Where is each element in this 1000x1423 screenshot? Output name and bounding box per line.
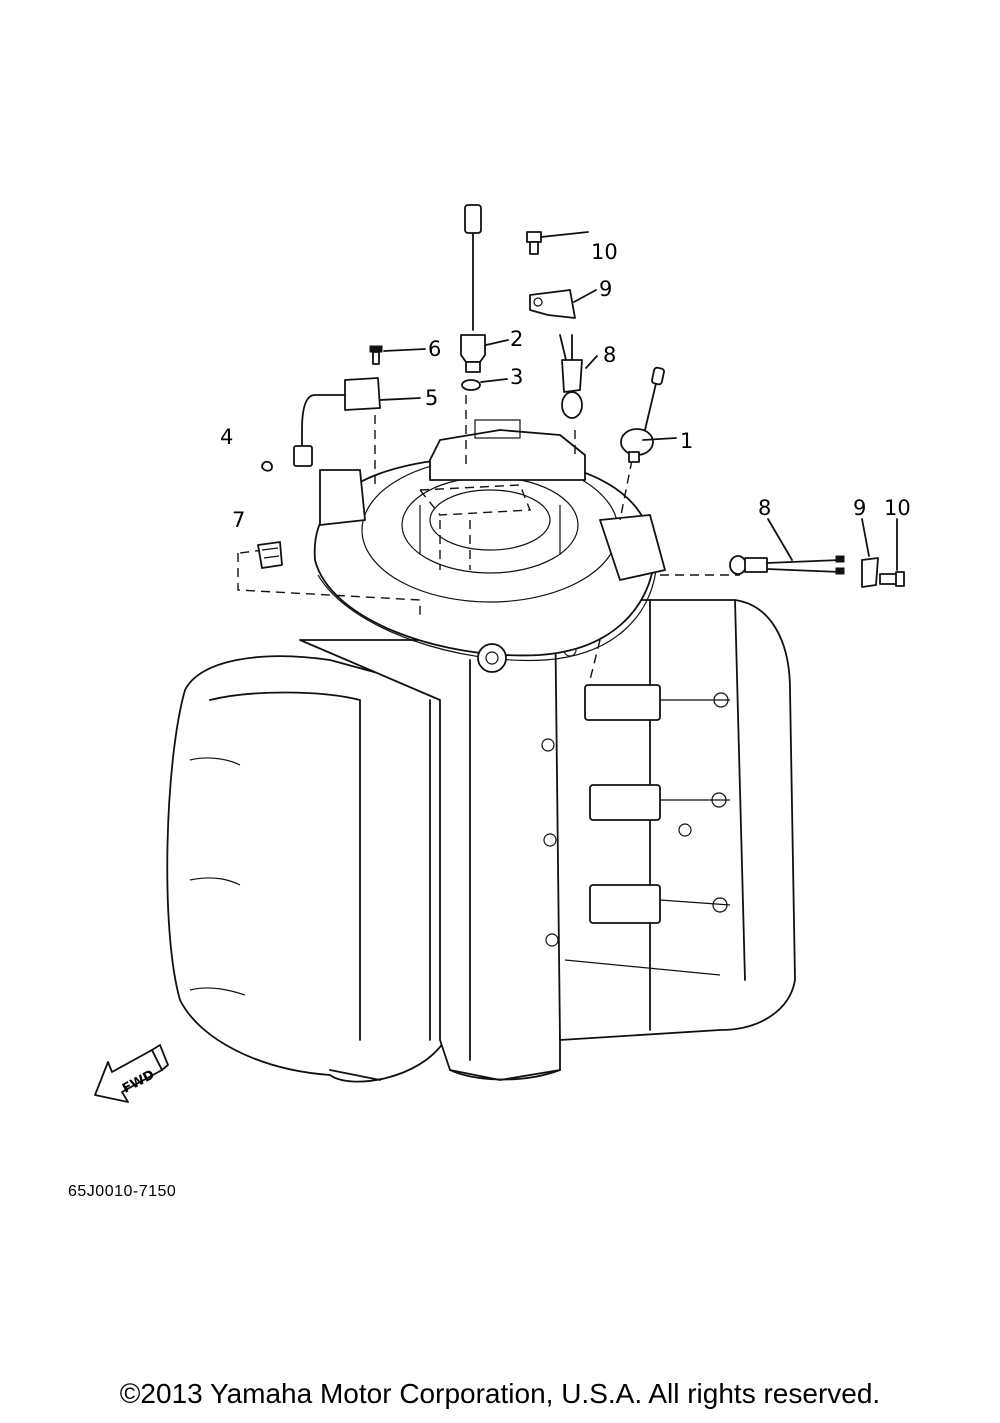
callout-10-upper: 10 <box>591 240 618 264</box>
part-10-bolt-upper <box>526 231 542 255</box>
callout-7: 7 <box>232 508 245 532</box>
part-2-thermo-switch <box>460 204 486 373</box>
callout-numbers: 1 2 3 4 5 6 7 8 8 9 9 10 10 <box>220 240 911 532</box>
flywheel-cover <box>313 419 666 673</box>
part-5-sensor <box>293 377 381 467</box>
part-1-sensor <box>620 366 665 463</box>
part-8-sensor-side <box>729 555 845 575</box>
copyright-notice: ©2013 Yamaha Motor Corporation, U.S.A. A… <box>119 1378 881 1409</box>
fwd-arrow-icon: FWD <box>94 1044 169 1103</box>
part-6-screw <box>369 345 383 365</box>
callout-2: 2 <box>510 327 523 351</box>
engine-block <box>166 599 796 1083</box>
callout-5: 5 <box>425 386 438 410</box>
part-10-bolt-side <box>879 571 905 587</box>
part-code: 65J0010-7150 <box>68 1183 177 1200</box>
callout-3: 3 <box>510 365 523 389</box>
callout-6: 6 <box>428 337 441 361</box>
callout-1: 1 <box>680 429 693 453</box>
callout-9-side: 9 <box>853 496 866 520</box>
part-9-bracket-upper <box>529 289 576 319</box>
callout-4: 4 <box>220 425 233 449</box>
dashed-leaders <box>237 395 740 681</box>
part-7-holder <box>257 541 283 569</box>
callout-10-side: 10 <box>884 496 911 520</box>
part-3-washer <box>461 379 481 391</box>
callout-leaders <box>379 231 898 571</box>
part-4-clip <box>261 460 273 472</box>
part-8-sensor-upper <box>559 334 583 419</box>
callout-8-upper: 8 <box>603 343 616 367</box>
part-9-bracket-side <box>861 557 879 588</box>
callout-8-side: 8 <box>758 496 771 520</box>
callout-9-upper: 9 <box>599 277 612 301</box>
